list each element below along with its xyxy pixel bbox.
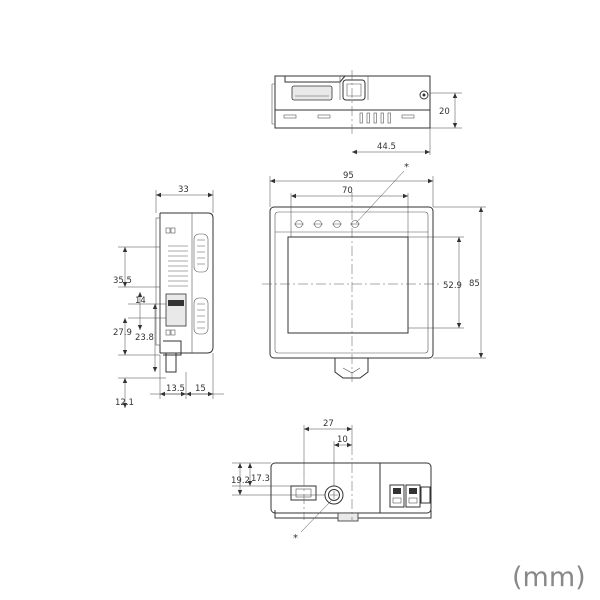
dim-front-width: 95 — [343, 171, 354, 181]
dim-side-depth: 33 — [178, 185, 189, 195]
dim-side-v5: 12.1 — [115, 398, 134, 408]
dim-bottom-h2: 17.3 — [251, 474, 270, 484]
dim-screen-width: 70 — [342, 186, 353, 196]
side-fins — [168, 245, 188, 287]
units-label: (mm) — [512, 562, 586, 593]
dim-bottom-w1: 27 — [323, 419, 334, 429]
dim-top-offset: 44.5 — [377, 142, 396, 152]
dim-side-v4: 23.8 — [135, 333, 154, 343]
top-view: 20 44.5 — [271, 70, 462, 155]
front-buttons — [294, 220, 360, 228]
side-view: 33 35.5 14 27.9 23.8 12.1 13.5 15 — [113, 185, 224, 408]
dim-screen-height: 52.9 — [443, 281, 462, 291]
dim-bottom-h1: 19.2 — [231, 476, 250, 486]
bottom-terminals — [389, 484, 431, 508]
dim-side-v2: 14 — [135, 296, 146, 306]
bottom-view: 27 10 19.2 17.3 * — [231, 419, 432, 544]
vent-slots — [359, 112, 391, 124]
dim-front-height: 85 — [469, 279, 480, 289]
dim-side-v3: 27.9 — [113, 328, 132, 338]
dim-top-height: 20 — [439, 107, 450, 117]
dim-side-v1: 35.5 — [113, 276, 132, 286]
marker-front: * — [404, 162, 409, 173]
dim-side-h2: 15 — [195, 384, 206, 394]
marker-bottom: * — [293, 533, 298, 544]
dim-side-h1: 13.5 — [166, 384, 185, 394]
front-view: 95 70 * 52.9 85 — [262, 162, 486, 385]
dim-bottom-w2: 10 — [337, 435, 348, 445]
